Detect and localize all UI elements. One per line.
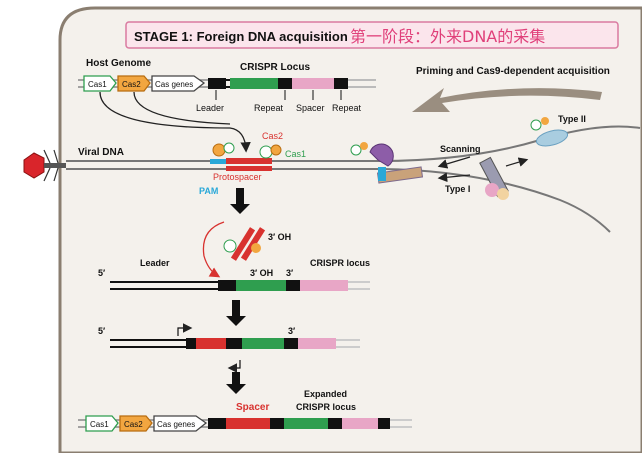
cas1-gene-final-label: Cas1 (90, 420, 109, 429)
scanning-label: Scanning (440, 144, 481, 154)
pam-label: PAM (199, 186, 218, 196)
spacer-label: Spacer (296, 103, 325, 113)
cas2-gene-final-label: Cas2 (124, 420, 143, 429)
cas-genes-final-icon (153, 415, 208, 432)
leader-step-label: Leader (140, 258, 170, 268)
viral-dna-label: Viral DNA (78, 147, 124, 158)
three-oh-mid: 3′ OH (250, 268, 273, 278)
virus-icon (23, 152, 45, 179)
cas9-icon (369, 143, 394, 167)
pam-block (210, 159, 226, 164)
spacer-new-label: Spacer (236, 402, 269, 413)
protospacer-block (226, 158, 272, 164)
type-ii-complex-icon (535, 129, 569, 147)
leader-block (208, 78, 226, 89)
expanded-label-2: CRISPR locus (296, 402, 356, 412)
cas1-protein-label: Cas1 (285, 149, 306, 159)
cas2-gene-final-icon (119, 415, 153, 432)
spacer-green (230, 78, 278, 89)
new-spacer-block (226, 418, 270, 429)
priming-arrow (412, 88, 602, 112)
cas-genes-final-label: Cas genes (157, 420, 195, 429)
three-prime-1: 3′ (286, 268, 293, 278)
repeat-block-2 (334, 78, 348, 89)
five-prime-2: 5′ (98, 326, 105, 336)
type-ii-label: Type II (558, 114, 586, 124)
cas2-protein-icon (212, 143, 226, 157)
step-arrow-3 (226, 372, 246, 394)
title-english: STAGE 1: Foreign DNA acquisition (134, 29, 348, 44)
cas2-gene-icon (117, 75, 151, 92)
expanded-label-1: Expanded (304, 389, 347, 399)
crispr-locus-step-label: CRISPR locus (310, 258, 370, 268)
cas2-protein-label: Cas2 (262, 131, 283, 141)
step-arrow-1 (230, 188, 250, 214)
three-prime-2: 3′ (288, 326, 295, 336)
title-chinese: 第一阶段：外来DNA的采集 (350, 27, 545, 46)
cas1-gene-final-icon (85, 415, 119, 432)
repeat-label: Repeat (254, 103, 284, 113)
cas1-protein-icon (259, 145, 273, 159)
repeat-label-2: Repeat (332, 103, 362, 113)
five-prime-1: 5′ (98, 268, 105, 278)
cas-genes-icon (151, 75, 206, 92)
leader-label: Leader (196, 103, 224, 113)
spacer-fragment-icon (230, 227, 256, 261)
three-oh-top: 3′ OH (268, 232, 291, 242)
cas-genes-label: Cas genes (155, 80, 193, 89)
host-genome-label: Host Genome (86, 58, 151, 69)
protospacer-label: Protospacer (213, 172, 262, 182)
cas1-gene-label: Cas1 (88, 80, 107, 89)
priming-label: Priming and Cas9-dependent acquisition (416, 66, 610, 77)
cas2-gene-label: Cas2 (122, 80, 141, 89)
crispr-locus-label: CRISPR Locus (240, 62, 310, 73)
spacer-pink (292, 78, 334, 89)
title-box (125, 21, 619, 49)
cas1-gene-icon (83, 75, 117, 92)
repeat-block (278, 78, 292, 89)
type-i-label: Type I (445, 184, 470, 194)
step-arrow-2 (226, 300, 246, 326)
